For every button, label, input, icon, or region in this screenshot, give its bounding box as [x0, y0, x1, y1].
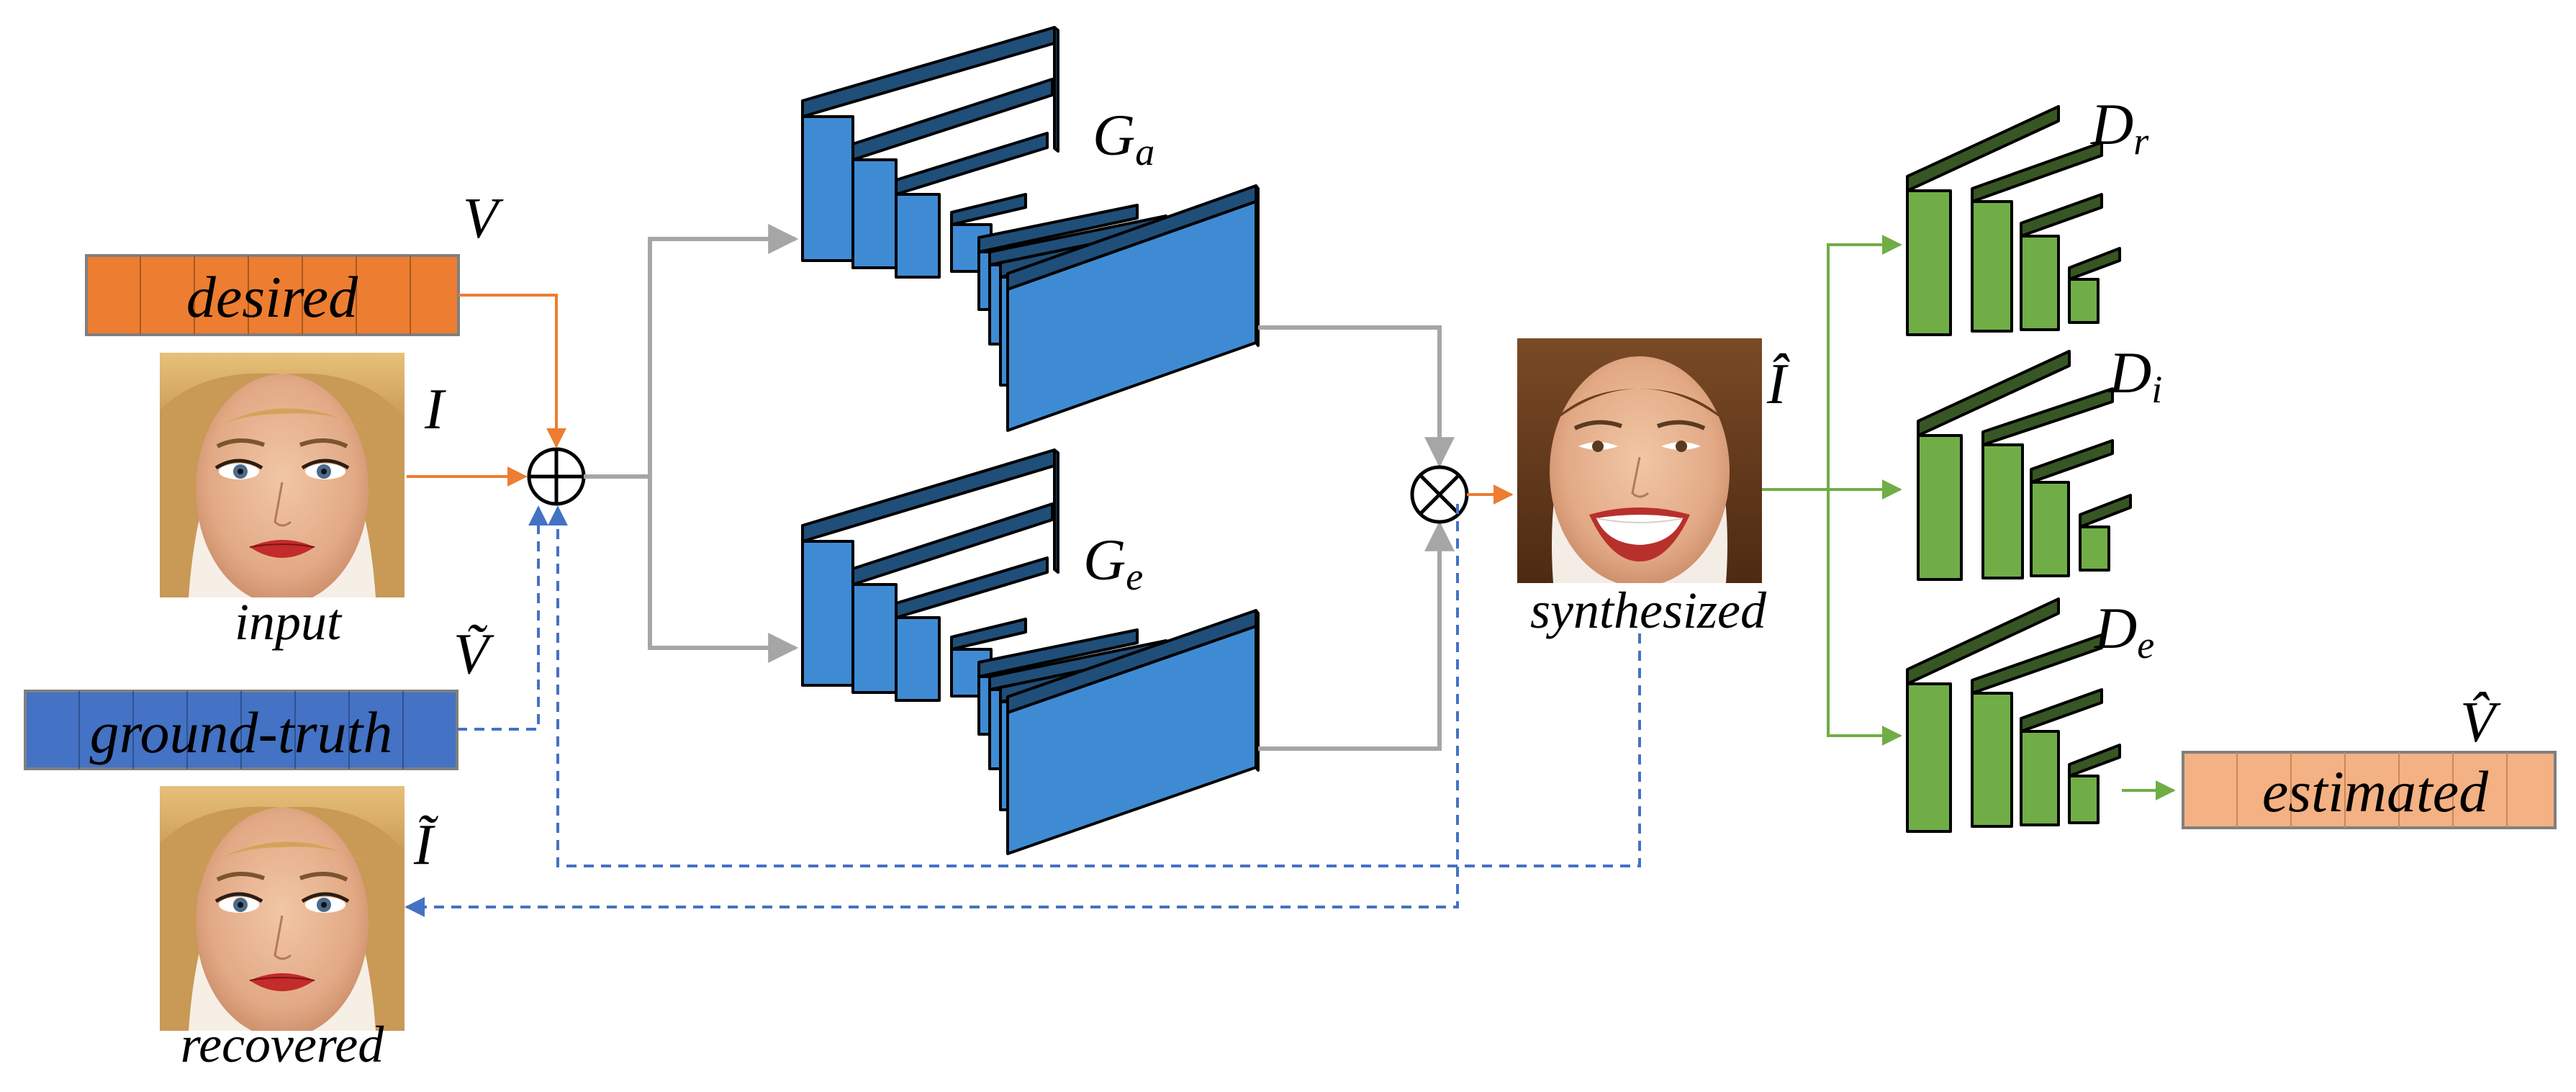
ground-truth-vector: ground-truth: [24, 690, 458, 770]
symbol-V-tilde: Ṽ: [453, 623, 494, 686]
multiply-to-recovered-feedback: [405, 504, 1459, 917]
symbol-I-hat: Î: [1766, 353, 1790, 416]
Di-label: Di: [2108, 340, 2162, 411]
Ge-to-multiply-arrow: [1258, 520, 1455, 751]
circle-plus-icon: [527, 447, 586, 506]
symbol-V: V: [463, 187, 504, 251]
desired-vector: desired: [85, 254, 460, 336]
ground-truth-to-concat-arrow: [457, 505, 548, 731]
synthesized-face-image: [1517, 338, 1762, 587]
input-label: input: [235, 593, 343, 651]
synthesized-label: synthesized: [1530, 582, 1767, 639]
symbol-I: I: [424, 378, 446, 441]
recovered-label: recovered: [181, 1016, 384, 1073]
discriminator-Dr: [1906, 105, 2121, 336]
Ga-label: Ga: [1093, 102, 1154, 173]
ground-truth-label: ground-truth: [90, 700, 393, 765]
input-face-image: [160, 353, 405, 605]
Dr-label: Dr: [2090, 91, 2149, 163]
generator-Ga: [801, 26, 1260, 432]
to-De-arrow: [1827, 489, 1902, 746]
desired-label: desired: [186, 264, 358, 330]
symbol-V-hat: V̂: [2460, 691, 2501, 754]
estimated-label: estimated: [2262, 759, 2489, 824]
concat-to-Ge-arrow: [648, 477, 799, 663]
recovered-face-image: [160, 786, 405, 1038]
circle-times-icon: [1410, 465, 1469, 524]
Ga-to-multiply-arrow: [1258, 325, 1455, 468]
De-label: De: [2094, 595, 2154, 667]
desired-to-concat-arrow: [458, 294, 566, 448]
generator-Ge: [801, 448, 1260, 855]
symbol-I-tilde: Ĩ: [413, 813, 438, 877]
synthesized-to-concat-feedback: [548, 505, 1641, 867]
discriminator-Di: [1917, 350, 2132, 581]
discriminator-De: [1906, 597, 2121, 833]
estimated-vector: estimated: [2182, 751, 2557, 829]
concat-to-Ga-arrow: [584, 224, 799, 479]
to-Dr-arrow: [1827, 235, 1902, 489]
Ge-label: Ge: [1083, 527, 1143, 598]
